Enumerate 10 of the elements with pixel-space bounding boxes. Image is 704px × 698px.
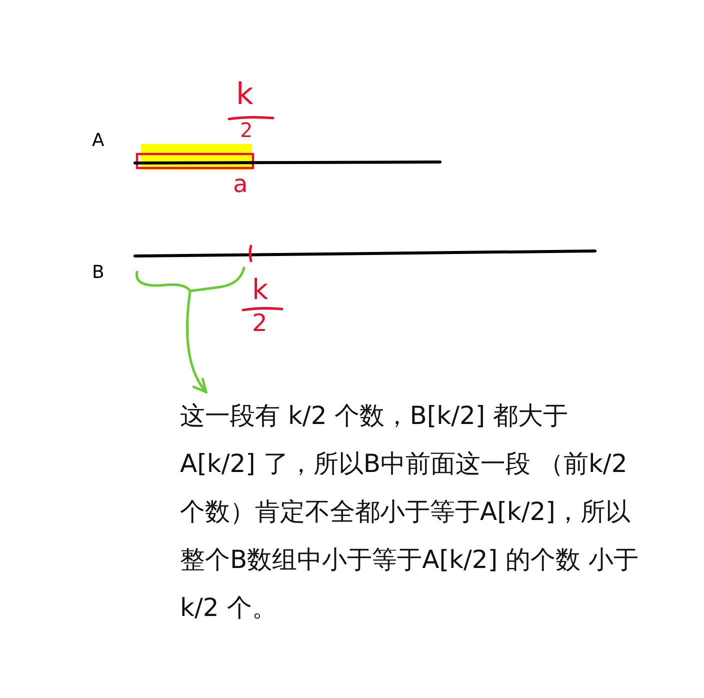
- handwritten-letter: k: [236, 80, 254, 110]
- handwritten-letter: a: [233, 172, 248, 196]
- arrow: [186, 290, 208, 394]
- axis-label: A: [92, 132, 104, 150]
- explanation-text: 这一段有 k/2 个数，B[k/2] 都大于A[k/2] 了，所以B中前面这一段 （前k/2 个数）肯定不全都小于等于A[k/2]，所以整个B数组中小于等于A[k/2] 的个数 小于 k/2 个。: [180, 400, 640, 624]
- handwritten-digit: 2: [252, 311, 268, 335]
- axis-label: B: [92, 264, 104, 282]
- brace-drawing: [135, 266, 246, 292]
- handwritten-digit: 2: [240, 120, 253, 140]
- handwritten-letter: k: [252, 276, 268, 304]
